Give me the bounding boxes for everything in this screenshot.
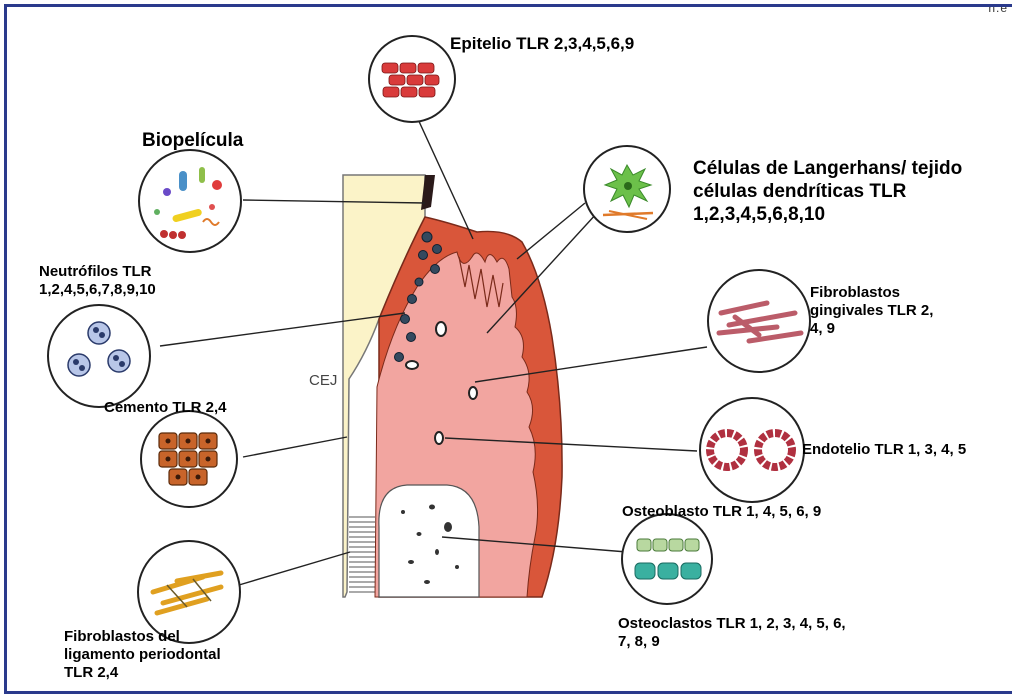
langerhans-circle <box>584 146 670 232</box>
label-epitelio: Epitelio TLR 2,3,4,5,6,9 <box>450 34 634 54</box>
label-fibroblastos-ligamento: Fibroblastos del ligamento periodontal T… <box>64 628 221 682</box>
osteo-circle <box>622 514 712 604</box>
label-osteoblasto: Osteoblasto TLR 1, 4, 5, 6, 9 <box>622 503 821 521</box>
label-endotelio: Endotelio TLR 1, 3, 4, 5 <box>802 441 966 459</box>
periodontal-diagram <box>7 7 1012 694</box>
label-fibroblastos-gingivales: Fibroblastos gingivales TLR 2, 4, 9 <box>810 284 933 338</box>
corner-mark: ñ.e <box>988 4 1008 15</box>
label-cemento: Cemento TLR 2,4 <box>104 399 227 417</box>
endotelio-circle <box>700 398 804 502</box>
label-langerhans: Células de Langerhans/ tejido células de… <box>693 158 962 226</box>
epitelio-circle <box>369 36 455 122</box>
label-biopelicula: Biopelícula <box>142 130 243 153</box>
label-neutrofilos: Neutrófilos TLR 1,2,4,5,6,7,8,9,10 <box>39 263 156 299</box>
cemento-circle <box>141 411 237 507</box>
fibroblastos-gingivales-circle <box>708 270 810 372</box>
label-osteoclastos: Osteoclastos TLR 1, 2, 3, 4, 5, 6, 7, 8,… <box>618 615 846 651</box>
figure-frame: ñ.e Epitelio TLR 2,3,4,5,6,9 Biopelícula… <box>4 4 1012 694</box>
biopelicula-circle <box>139 150 241 252</box>
label-cej: CEJ <box>309 372 337 390</box>
ligament-hatching <box>349 517 375 592</box>
neutrofilos-circle <box>48 305 150 407</box>
alveolar-bone <box>379 485 479 597</box>
